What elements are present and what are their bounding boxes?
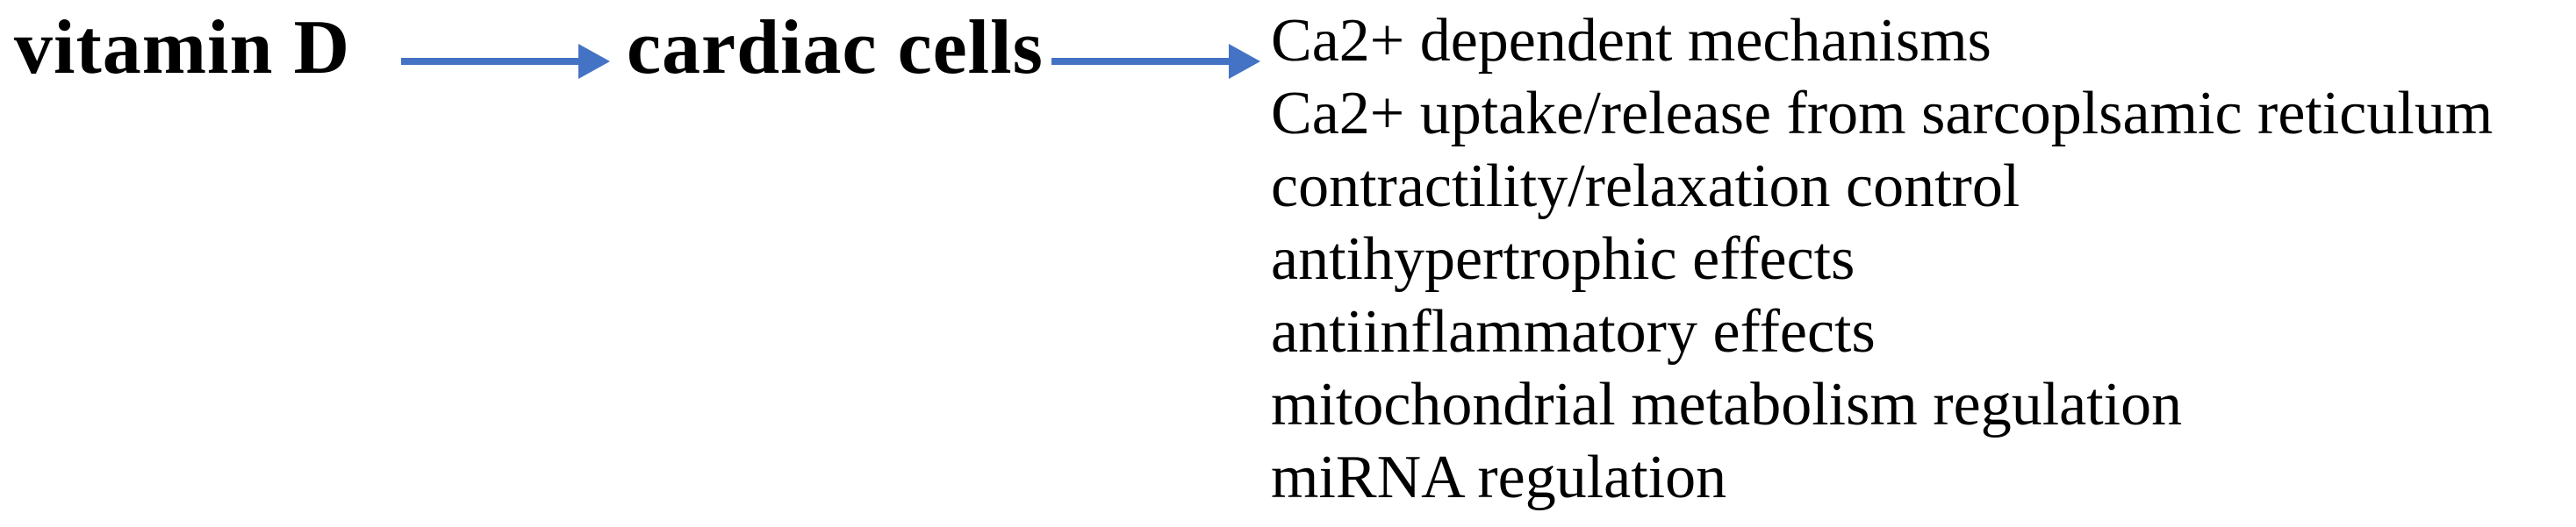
right-arrow-icon xyxy=(401,44,610,79)
arrow-head xyxy=(578,44,610,79)
list-item: miRNA regulation xyxy=(1271,444,1727,511)
right-arrow-icon xyxy=(1051,44,1260,79)
node-vitamin-d: vitamin D xyxy=(14,5,350,90)
list-item: mitochondrial metabolism regulation xyxy=(1271,371,2183,438)
list-item: antihypertrophic effects xyxy=(1271,225,1855,293)
list-item: antiinflammatory effects xyxy=(1271,298,1876,366)
arrow-head xyxy=(1229,44,1260,79)
list-item: Ca2+ uptake/release from sarcoplsamic re… xyxy=(1271,80,2493,147)
list-item: contractility/relaxation control xyxy=(1271,153,2020,220)
node-cardiac-cells: cardiac cells xyxy=(627,5,1044,90)
effects-list: Ca2+ dependent mechanisms Ca2+ uptake/re… xyxy=(1271,4,2493,514)
list-item: Ca2+ dependent mechanisms xyxy=(1271,7,1991,75)
